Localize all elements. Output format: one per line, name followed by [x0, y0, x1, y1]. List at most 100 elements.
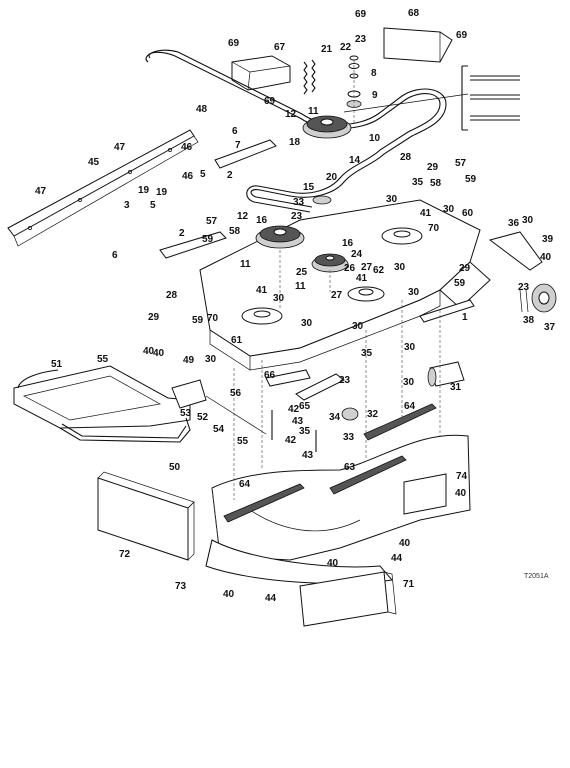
spring-21 [303, 59, 316, 95]
part-label: 27 [331, 290, 343, 301]
part-label: 21 [321, 44, 333, 55]
bracket-65 [295, 373, 345, 401]
part-label: 35 [412, 177, 424, 188]
part-label: 67 [274, 42, 286, 53]
part-label: 41 [356, 273, 368, 284]
part-label: 11 [295, 281, 306, 292]
part-label: 45 [88, 157, 100, 168]
idler-hardware [346, 55, 362, 124]
part-label: 40 [399, 538, 411, 549]
bolts-42-43 [271, 410, 317, 452]
part-label: 69 [456, 30, 468, 41]
shafts-2 [159, 139, 277, 259]
part-label: 69 [228, 38, 240, 49]
discharge-chute-51 [13, 365, 191, 429]
blade-63 [329, 455, 407, 495]
part-label: 50 [169, 462, 181, 473]
part-label: 60 [462, 208, 474, 219]
part-label: 57 [206, 216, 218, 227]
part-label: 70 [428, 223, 440, 234]
lower-deck-shell [211, 434, 471, 561]
part-label: 22 [340, 42, 352, 53]
part-label: 69 [264, 96, 276, 107]
blade-64-left [223, 483, 305, 523]
part-label: 33 [293, 197, 305, 208]
part-label: 28 [400, 152, 412, 163]
part-label: 37 [544, 322, 556, 333]
part-label: 19 [138, 185, 150, 196]
part-label: 30 [394, 262, 406, 273]
part-label: 53 [180, 408, 192, 419]
part-label: 43 [292, 416, 304, 427]
part-label: 29 [427, 162, 439, 173]
baffle-74 [403, 473, 447, 515]
part-label: 55 [237, 436, 249, 447]
alignment-lines [233, 250, 441, 500]
part-label: 7 [235, 140, 241, 151]
part-label: 40 [540, 252, 552, 263]
part-label: 59 [465, 174, 477, 185]
part-label: 30 [273, 293, 285, 304]
roller-31 [427, 361, 465, 387]
part-label: 54 [213, 424, 225, 435]
part-label: 31 [450, 382, 462, 393]
part-label: 10 [369, 133, 381, 144]
part-label: 41 [256, 285, 268, 296]
deck-frame [199, 199, 491, 371]
part-label: 44 [391, 553, 403, 564]
part-label: 66 [264, 370, 276, 381]
baffle-72 [97, 471, 195, 561]
part-label: 40 [143, 346, 155, 357]
part-label: 23 [339, 375, 351, 386]
part-label: 42 [288, 404, 300, 415]
part-label: 34 [329, 412, 341, 423]
chute-rod-50 [59, 417, 191, 443]
part-label: 59 [454, 278, 466, 289]
part-label: 5 [200, 169, 206, 180]
part-label: 19 [156, 187, 168, 198]
blade-64-right [363, 403, 437, 441]
plate-71 [299, 571, 397, 627]
part-label: 41 [420, 208, 432, 219]
part-label: 11 [308, 106, 319, 117]
part-label: 25 [296, 267, 308, 278]
gauge-wheel-assembly [488, 231, 557, 313]
part-label: 44 [265, 593, 277, 604]
part-label: 30 [301, 318, 313, 329]
part-label: 3 [124, 200, 130, 211]
part-label: 46 [182, 171, 194, 182]
part-label: 30 [408, 287, 420, 298]
part-label: 6 [232, 126, 238, 137]
deflector-bracket-45 [7, 129, 199, 247]
part-label: 9 [372, 90, 378, 101]
part-label: 24 [351, 249, 363, 260]
part-label: 68 [408, 8, 420, 19]
part-label: 1 [462, 312, 468, 323]
part-label: 26 [344, 263, 356, 274]
part-label: 46 [181, 142, 193, 153]
idler-pulley-33 [312, 195, 359, 421]
part-label: 62 [373, 265, 385, 276]
part-label: 14 [349, 155, 361, 166]
part-label: 73 [175, 581, 187, 592]
belt-cover-68 [383, 27, 453, 63]
part-label: 59 [202, 234, 214, 245]
part-label: 63 [344, 462, 356, 473]
part-label: 56 [230, 388, 242, 399]
part-label: 64 [239, 479, 251, 490]
part-label: 57 [455, 158, 467, 169]
part-label: 28 [166, 290, 178, 301]
part-label: 29 [459, 263, 471, 274]
part-label: 69 [355, 9, 367, 20]
part-label: 5 [150, 200, 156, 211]
part-label: 23 [355, 34, 367, 45]
part-label: 47 [35, 186, 47, 197]
part-label: 65 [299, 401, 311, 412]
part-label: 42 [285, 435, 297, 446]
skirt-73 [205, 539, 393, 585]
part-label: 47 [114, 142, 126, 153]
part-label: 18 [289, 137, 301, 148]
part-label: 40 [327, 558, 339, 569]
